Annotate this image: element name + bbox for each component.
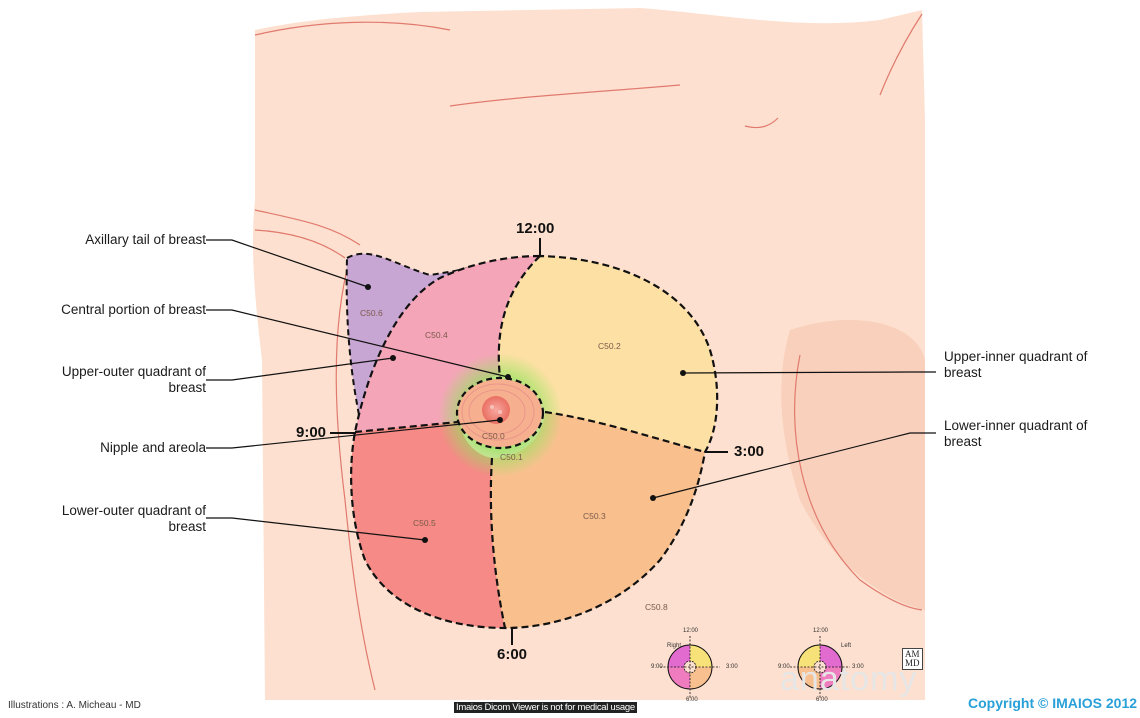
- code-c50-5: C50.5: [413, 518, 436, 528]
- illustration-credit: Illustrations : A. Micheau - MD: [8, 700, 141, 711]
- label-upper-inner: Upper-inner quadrant of breast: [944, 349, 1087, 381]
- nipple-dot: [498, 410, 502, 414]
- minimap-left-12: 12:00: [813, 628, 828, 634]
- code-c50-8: C50.8: [645, 602, 668, 612]
- minimap-right-12: 12:00: [683, 628, 698, 634]
- label-central-portion: Central portion of breast: [0, 302, 206, 318]
- code-c50-6: C50.6: [360, 308, 383, 318]
- minimap-right-6: 6:00: [686, 697, 698, 703]
- label-lower-outer: Lower-outer quadrant of breast: [0, 503, 206, 535]
- label-upper-outer: Upper-outer quadrant of breast: [0, 364, 206, 396]
- minimap-left-title: Left: [841, 643, 851, 649]
- label-axillary-tail: Axillary tail of breast: [0, 232, 206, 248]
- code-c50-0: C50.0: [482, 431, 505, 441]
- copyright: Copyright © IMAIOS 2012: [968, 695, 1137, 711]
- code-c50-3: C50.3: [583, 511, 606, 521]
- label-lower-inner: Lower-inner quadrant of breast: [944, 418, 1087, 450]
- nipple-dot: [490, 405, 494, 409]
- code-c50-4: C50.4: [425, 330, 448, 340]
- nipple: [482, 396, 510, 424]
- clock-3: 3:00: [734, 443, 764, 460]
- code-c50-1: C50.1: [500, 452, 523, 462]
- clock-9: 9:00: [296, 424, 326, 441]
- minimap-right-title: Right: [667, 643, 681, 649]
- clock-6: 6:00: [497, 646, 527, 663]
- code-c50-2: C50.2: [598, 341, 621, 351]
- minimap-right-9: 9:00: [651, 664, 663, 670]
- minimap-right-3: 3:00: [726, 664, 738, 670]
- brand-watermark: anatomy: [780, 660, 917, 699]
- label-nipple-areola: Nipple and areola: [0, 440, 206, 456]
- viewer-notice: Imaios Dicom Viewer is not for medical u…: [454, 702, 637, 713]
- clock-12: 12:00: [516, 220, 554, 237]
